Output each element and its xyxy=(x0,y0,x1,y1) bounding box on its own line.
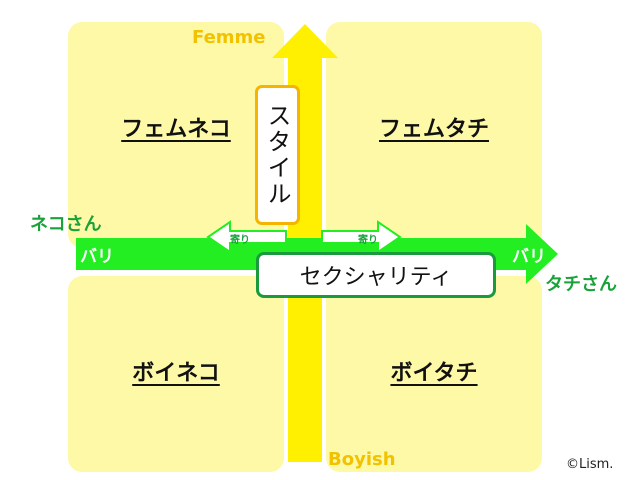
quadrant-label-femme-tachi: フェムタチ xyxy=(378,117,490,142)
copyright-text: ©Lism. xyxy=(566,457,614,472)
tachi-san-label: タチさん xyxy=(545,274,617,295)
style-axis-box: スタイル xyxy=(255,85,300,225)
quadrant-femme-tachi xyxy=(326,22,542,248)
femme-label: Femme xyxy=(192,27,266,48)
sexuality-axis-box: セクシャリティ xyxy=(256,252,496,298)
quadrant-label-boi-neko: ボイネコ xyxy=(132,361,220,386)
quadrant-label-femme-neko: フェムネコ xyxy=(121,117,231,142)
style-axis-label: スタイル xyxy=(263,103,291,207)
neko-san-label: ネコさん xyxy=(30,214,102,235)
tachi-lean-label: 寄り xyxy=(358,235,378,246)
quadrant-boi-tachi xyxy=(326,276,542,472)
quadrant-label-boi-tachi: ボイタチ xyxy=(390,361,478,386)
neko-lean-arrow xyxy=(206,220,287,254)
left-bari-label: バリ xyxy=(80,247,114,267)
right-bari-label: バリ xyxy=(512,247,546,267)
quadrant-femme-neko xyxy=(68,22,284,248)
quadrant-boi-neko xyxy=(68,276,284,472)
boyish-label: Boyish xyxy=(328,449,396,470)
neko-lean-label: 寄り xyxy=(230,235,250,246)
tachi-lean-arrow xyxy=(321,220,402,254)
sexuality-axis-label: セクシャリティ xyxy=(299,265,453,290)
